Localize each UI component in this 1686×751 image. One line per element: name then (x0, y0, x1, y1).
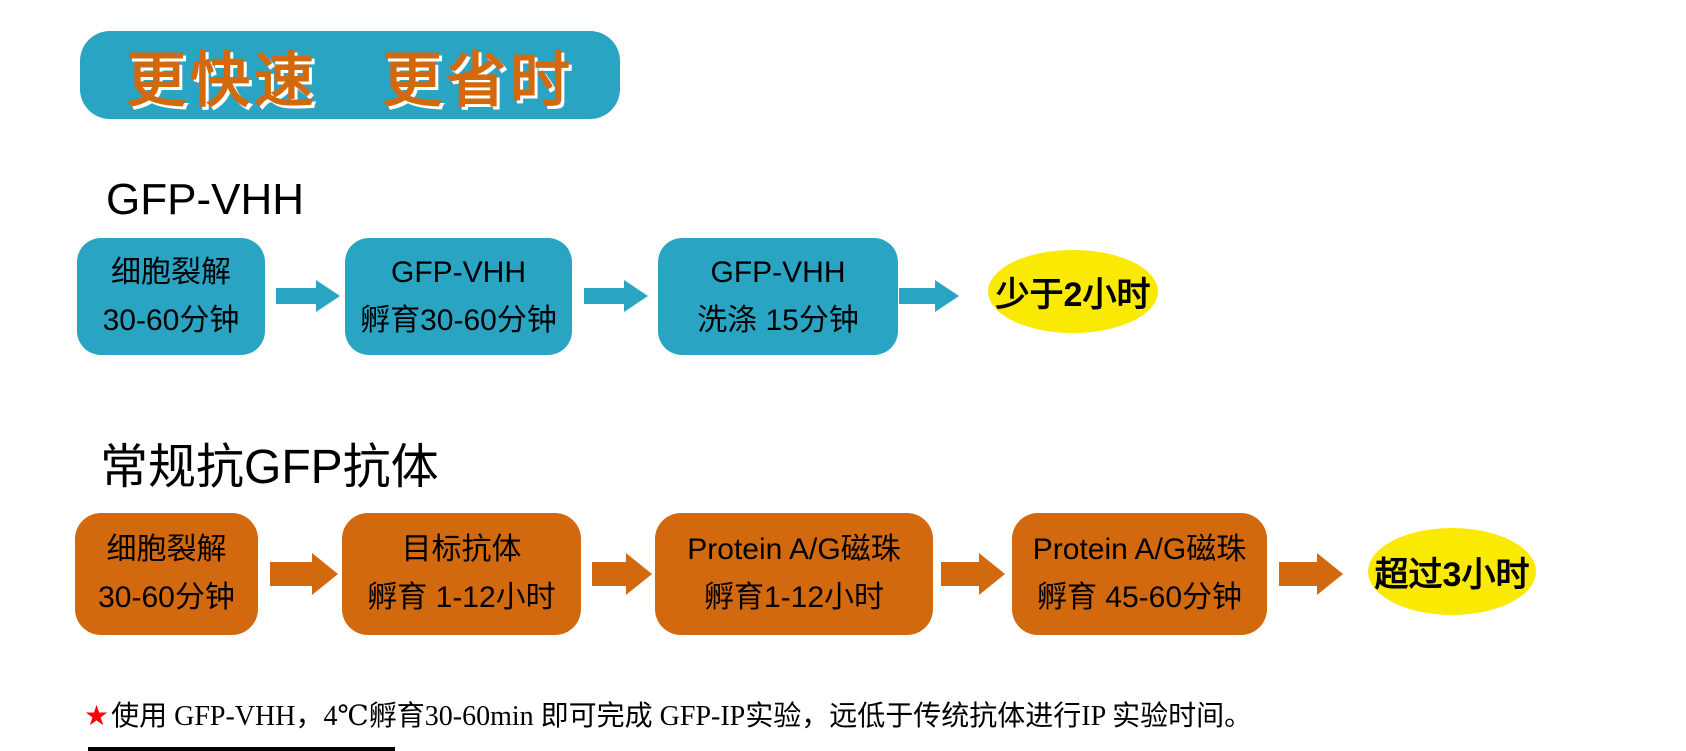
step-line1: 细胞裂解 (106, 533, 227, 566)
arrow-shaft (584, 288, 624, 304)
star-icon: ★ (84, 701, 110, 732)
arrow-right-icon (941, 553, 1005, 595)
arrow-head (1317, 553, 1343, 595)
result-text: 超过3小时 (1374, 556, 1530, 594)
result-badge-vhh: 少于2小时 (988, 250, 1158, 333)
arrow-head (312, 553, 338, 595)
bottom-edge-bar (88, 747, 395, 751)
step-line1: Protein A/G磁珠 (1032, 533, 1247, 566)
step-line1: 目标抗体 (401, 533, 522, 566)
result-text: 少于2小时 (995, 276, 1151, 314)
arrow-right-icon (270, 553, 338, 595)
step-box-lysis-conventional: 细胞裂解 30-60分钟 (75, 513, 258, 635)
arrow-shaft (941, 562, 979, 586)
arrow-shaft (270, 562, 312, 586)
arrow-head (316, 280, 340, 312)
step-line2: 洗涤 15分钟 (697, 303, 859, 337)
flow-label-gfp-vhh: GFP-VHH (106, 175, 304, 224)
step-box-beads-incubation-2: Protein A/G磁珠 孵育 45-60分钟 (1012, 513, 1267, 635)
arrow-shaft (592, 562, 626, 586)
arrow-head (626, 553, 652, 595)
title-banner: 更快速 更省时 (80, 31, 620, 119)
step-line2: 孵育1-12小时 (703, 581, 885, 614)
step-line2: 孵育 45-60分钟 (1036, 581, 1243, 614)
step-box-vhh-incubation: GFP-VHH 孵育30-60分钟 (345, 238, 572, 355)
step-line2: 30-60分钟 (102, 303, 240, 337)
step-box-vhh-wash: GFP-VHH 洗涤 15分钟 (658, 238, 898, 355)
page-title: 更快速 更省时 (126, 46, 574, 114)
arrow-shaft (1279, 562, 1317, 586)
result-badge-conventional: 超过3小时 (1368, 528, 1536, 615)
arrow-head (624, 280, 648, 312)
arrow-right-icon (276, 280, 340, 312)
arrow-right-icon (1279, 553, 1343, 595)
step-line1: GFP-VHH (710, 255, 846, 289)
step-line1: Protein A/G磁珠 (687, 533, 901, 566)
step-line2: 30-60分钟 (98, 581, 235, 614)
arrow-right-icon (584, 280, 648, 312)
footnote-text: 使用 GFP-VHH，4℃孵育30-60min 即可完成 GFP-IP实验，远低… (111, 701, 1253, 732)
arrow-right-icon (899, 280, 959, 312)
step-line1: GFP-VHH (391, 255, 526, 289)
step-box-primary-antibody: 目标抗体 孵育 1-12小时 (342, 513, 581, 635)
arrow-shaft (899, 288, 935, 304)
arrow-right-icon (592, 553, 652, 595)
step-box-beads-incubation-1: Protein A/G磁珠 孵育1-12小时 (655, 513, 933, 635)
arrow-head (979, 553, 1005, 595)
arrow-shaft (276, 288, 316, 304)
flow-label-conventional-antibody: 常规抗GFP抗体 (100, 441, 439, 494)
step-line1: 细胞裂解 (111, 255, 231, 289)
step-line2: 孵育30-60分钟 (360, 303, 557, 337)
step-box-lysis-vhh: 细胞裂解 30-60分钟 (77, 238, 265, 355)
arrow-head (935, 280, 959, 312)
step-line2: 孵育 1-12小时 (367, 581, 556, 614)
footnote: ★使用 GFP-VHH，4℃孵育30-60min 即可完成 GFP-IP实验，远… (84, 694, 1252, 734)
